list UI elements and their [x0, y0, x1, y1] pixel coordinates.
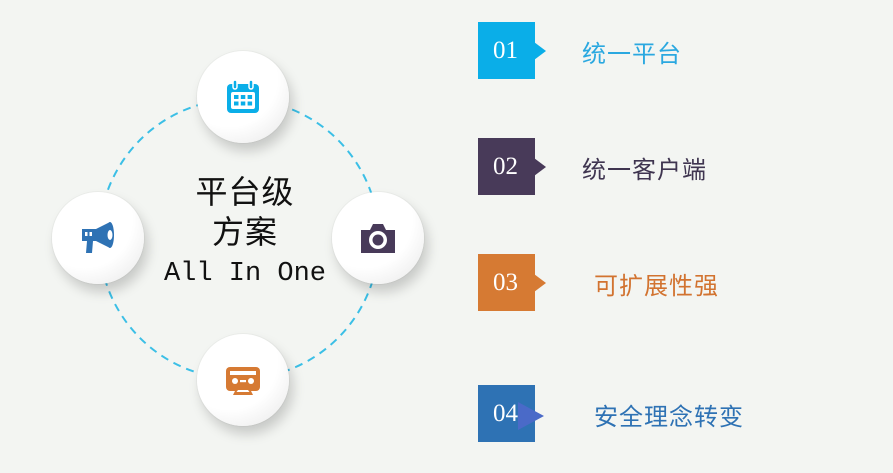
number-badge: 01	[478, 22, 535, 79]
number-badge: 02	[478, 138, 535, 195]
arrow-icon	[534, 42, 546, 60]
center-title: 平台级 方案 All In One	[150, 172, 340, 294]
item-label: 统一客户端	[582, 156, 707, 184]
cassette-node	[197, 334, 289, 426]
number-badge: 04	[478, 385, 535, 442]
number-badge: 03	[478, 254, 535, 311]
item-label: 安全理念转变	[594, 403, 744, 431]
calendar-node	[197, 51, 289, 143]
calendar-icon	[227, 79, 259, 113]
megaphone-icon	[82, 222, 114, 253]
arrow-icon	[534, 274, 546, 292]
item-label: 可扩展性强	[594, 272, 719, 300]
center-title-line1: 平台级	[195, 173, 295, 211]
arrow-icon	[518, 402, 544, 430]
camera-node	[332, 192, 424, 284]
center-title-line2: 方案	[211, 213, 278, 251]
camera-icon	[361, 224, 395, 253]
arrow-icon	[534, 158, 546, 176]
megaphone-node	[52, 192, 144, 284]
item-label: 统一平台	[582, 40, 682, 68]
center-subtitle: All In One	[163, 259, 327, 289]
cassette-icon	[226, 367, 260, 395]
